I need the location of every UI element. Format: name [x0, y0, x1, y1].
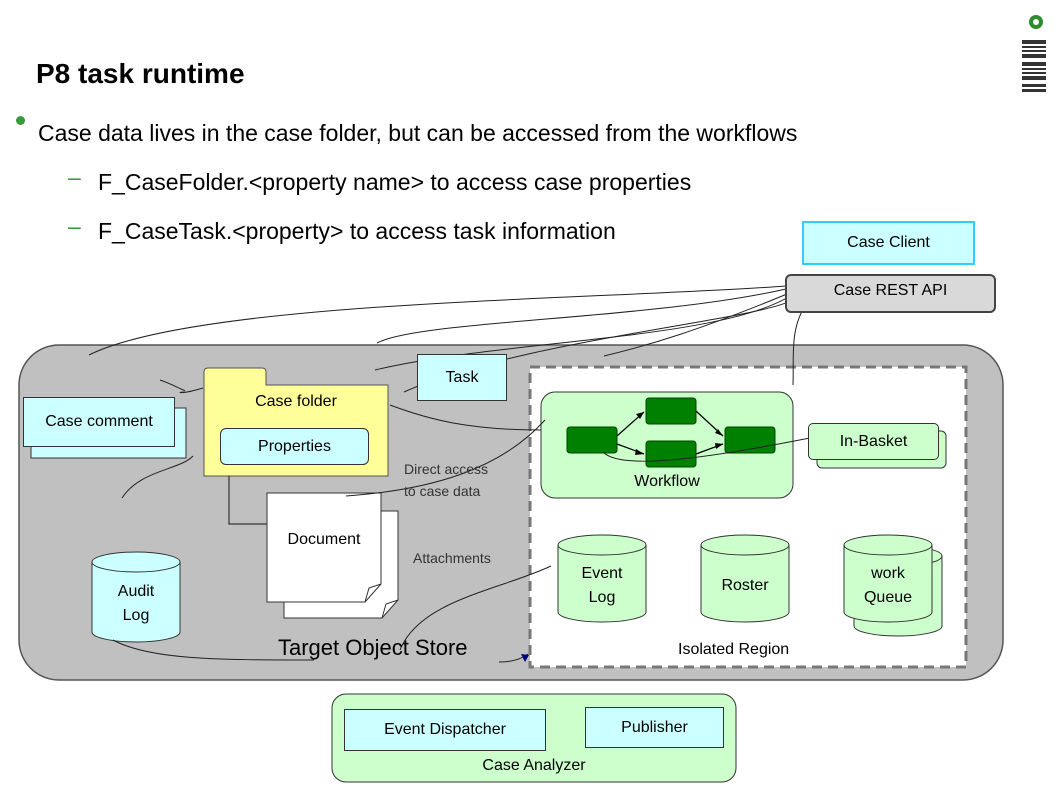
case-rest-api-box: Case REST API: [785, 274, 996, 313]
ibm-logo-icon: [1022, 15, 1046, 92]
roster-label: Roster: [721, 577, 769, 594]
event-log-label: Event Log: [558, 562, 646, 610]
roster-cylinder: [700, 534, 790, 623]
work-queue-cylinder: [843, 534, 943, 637]
case-comment-box: Case comment: [23, 397, 175, 447]
dash-icon: –: [68, 164, 81, 190]
event-log-line-2: Log: [588, 589, 616, 606]
work-queue-label: work Queue: [844, 562, 932, 610]
isolated-region-label: Isolated Region: [678, 641, 790, 658]
bullet-sub-2: F_CaseTask.<property> to access task inf…: [98, 218, 616, 244]
task-box: Task: [417, 354, 507, 401]
event-log-cylinder: [557, 534, 647, 623]
work-queue-line-2: Queue: [863, 589, 913, 606]
document-front-shape: [266, 492, 382, 603]
in-basket-box: In-Basket: [808, 423, 939, 460]
audit-log-cylinder: [91, 551, 181, 643]
audit-log-line-2: Log: [122, 607, 150, 624]
audit-log-label: Audit Log: [92, 580, 180, 628]
target-object-store-label: Target Object Store: [278, 635, 468, 660]
dash-icon: –: [68, 213, 81, 239]
workflow-label: Workflow: [634, 473, 700, 490]
bullet-dot-icon: [16, 116, 25, 125]
bullet-main: Case data lives in the case folder, but …: [38, 120, 798, 146]
publisher-box: Publisher: [585, 707, 724, 748]
properties-box: Properties: [220, 428, 369, 465]
document-label: Document: [287, 531, 361, 548]
slide-title: P8 task runtime: [36, 58, 245, 89]
bullet-sub-1: F_CaseFolder.<property name> to access c…: [98, 169, 692, 195]
direct-access-label-line2: to case data: [404, 483, 481, 499]
case-analyzer-label: Case Analyzer: [482, 757, 586, 774]
work-queue-line-1: work: [871, 565, 905, 582]
audit-log-line-1: Audit: [117, 583, 155, 600]
event-dispatcher-box: Event Dispatcher: [344, 709, 546, 751]
event-log-line-1: Event: [581, 565, 623, 582]
case-folder-label: Case folder: [255, 393, 337, 410]
case-client-box: Case Client: [802, 221, 975, 265]
attachments-label: Attachments: [413, 550, 491, 566]
direct-access-label: Direct access: [404, 461, 489, 477]
